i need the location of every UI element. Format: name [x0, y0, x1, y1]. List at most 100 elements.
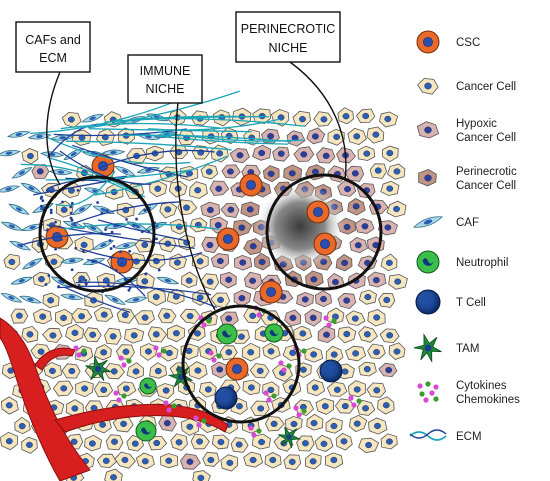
cancer-cell [0, 431, 19, 451]
cancer-cell [345, 345, 367, 362]
ecm-dot [69, 205, 73, 209]
cytokine-dots [208, 350, 222, 363]
cancer-cell [124, 327, 145, 344]
cancer-cell [325, 417, 343, 434]
cancer-cell [265, 415, 285, 432]
cancer-cell [179, 308, 201, 324]
cancer-cell [43, 361, 63, 379]
t-cell [214, 386, 238, 410]
ecm-dot [76, 188, 80, 192]
cancer-cell [283, 454, 302, 471]
cancer-cell [314, 434, 334, 452]
caf-cell [136, 166, 161, 174]
callout-cafs-ecm: CAFs and ECM [15, 21, 91, 73]
cancer-cell [93, 381, 114, 398]
cytokine-dots [73, 345, 87, 358]
cancer-cell [65, 323, 85, 342]
legend-item-ecm: ECM [409, 429, 482, 443]
cancer-cell [358, 326, 379, 343]
caf-cell [71, 203, 93, 216]
caf-cell [27, 133, 52, 140]
cancer-cell [54, 308, 74, 327]
ecm-dot [96, 201, 100, 204]
hypoxic-cancer-cell [286, 130, 306, 147]
cancer-cell [96, 453, 118, 469]
ecm-dot [69, 211, 73, 215]
cancer-cell [188, 361, 208, 380]
csc-cell [225, 357, 249, 381]
hypoxic-cancer-cell [317, 325, 336, 344]
ecm-dot [110, 230, 114, 234]
ecm-fiber [158, 131, 304, 142]
cancer-cell [21, 148, 39, 165]
ecm-dot [77, 283, 81, 287]
cancer-cell [202, 451, 220, 467]
cancer-cell [126, 362, 145, 379]
cancer-cell [177, 130, 197, 146]
cancer-cell [189, 217, 208, 233]
cytokine-dots [193, 415, 207, 428]
ecm-dot [84, 279, 88, 282]
cancer-cell [21, 325, 39, 343]
callout-cafs-line1: CAFs and [25, 33, 81, 47]
cytokine-dots [153, 345, 167, 358]
cancer-cell [84, 434, 102, 452]
ecm-dot [54, 220, 57, 224]
cancer-cell [199, 342, 218, 361]
ecm-dot [100, 211, 104, 215]
tam-cell [85, 356, 111, 381]
caf-cell [101, 149, 126, 156]
hypoxic-cancer-cell [314, 290, 332, 308]
hypoxic-cancer-cell [200, 201, 221, 218]
legend-label-caf: CAF [456, 217, 479, 229]
callout-perinecrotic-line2: NICHE [269, 41, 308, 55]
cytokine-dots [163, 400, 177, 413]
cancer-cell [386, 200, 407, 218]
ecm-fiber [46, 224, 195, 249]
cancer-cell [192, 470, 211, 481]
hypoxic-cancer-cell [221, 164, 241, 179]
hypoxic-cancer-cell [304, 308, 322, 327]
cancer-cell [381, 145, 399, 163]
caf-cell [92, 205, 115, 214]
cytokine-dots [323, 315, 337, 328]
ecm-dot [119, 250, 122, 254]
perinecrotic-cancer-cell [240, 201, 260, 218]
perinecrotic-niche-circle [265, 173, 383, 291]
cancer-cell [294, 399, 315, 416]
ecm-dot [139, 286, 143, 289]
cancer-cell [114, 451, 136, 469]
callout-cafs-line2: ECM [39, 51, 67, 65]
cancer-cell [14, 416, 31, 435]
hypoxic-cancer-cell [229, 148, 250, 164]
neutrophil-cell [139, 377, 157, 395]
cancer-cell [74, 236, 94, 254]
cancer-cell [200, 164, 219, 180]
ecm-dot [135, 217, 138, 221]
cancer-cell [292, 110, 311, 127]
neutrophil-cell [135, 420, 157, 442]
csc-cell [259, 280, 283, 304]
legend-swatch-tam [413, 333, 442, 364]
cancer-cell [149, 362, 168, 379]
cancer-cell [387, 163, 406, 180]
cancer-cell [104, 468, 123, 481]
cancer-cell [75, 380, 94, 398]
cancer-cell [188, 324, 206, 342]
cancer-cell [65, 399, 84, 417]
perinecrotic-cancer-cell [283, 164, 302, 182]
cancer-cell [347, 380, 367, 398]
cancer-cell [357, 145, 376, 161]
ecm-dot [54, 247, 57, 251]
ecm-dot [132, 223, 136, 227]
cancer-cell [337, 107, 355, 125]
cancer-cell [337, 326, 357, 344]
legend-label-cancer: Cancer Cell [456, 81, 516, 93]
cancer-cell [211, 434, 230, 450]
ecm-dot [70, 201, 74, 205]
hypoxic-cancer-cell [31, 164, 50, 179]
legend-swatch-perinecrotic-cell [418, 168, 437, 187]
ecm-dot [127, 288, 131, 292]
legend-swatch-neutrophil [416, 250, 440, 274]
